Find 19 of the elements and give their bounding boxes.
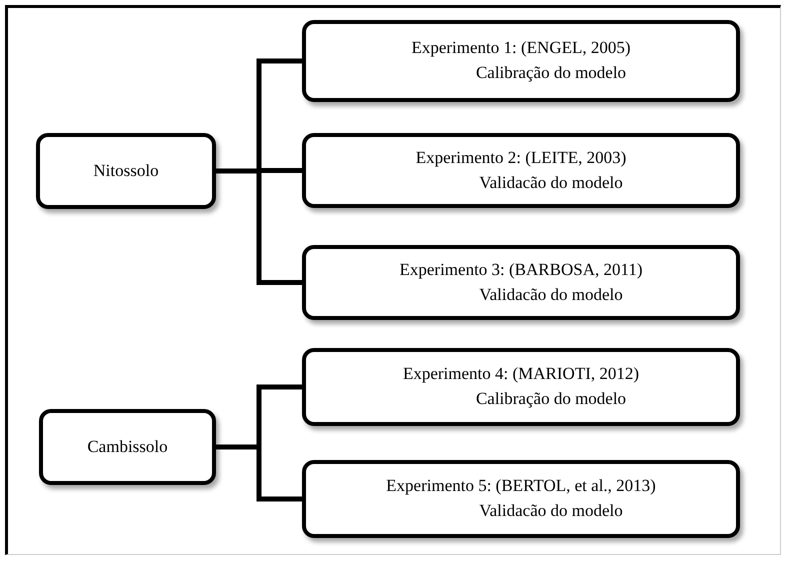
box-subtitle: Validacão do modelo: [478, 284, 623, 306]
process-box: [302, 133, 740, 208]
process-box: [36, 133, 216, 209]
box-subtitle: Validacão do modelo: [478, 172, 623, 194]
box-title: Experimento 5: (BERTOL, et al., 2013): [386, 475, 656, 498]
process-box: [302, 20, 740, 102]
process-box: [302, 460, 740, 538]
box-subtitle: Calibração do modelo: [474, 388, 626, 410]
process-box: [302, 348, 740, 426]
box-title: Experimento 2: (LEITE, 2003): [416, 146, 626, 169]
box-title: Experimento 4: (MARIOTI, 2012): [402, 363, 640, 386]
box-subtitle: Calibração do modelo: [474, 62, 626, 84]
box-title: Experimento 1: (ENGEL, 2005): [411, 37, 631, 60]
box-title: Nitossolo: [93, 160, 159, 182]
box-title: Experimento 3: (BARBOSA, 2011): [399, 258, 643, 281]
box-title: Cambissolo: [87, 436, 168, 458]
process-box: [302, 245, 740, 320]
process-box: [39, 409, 216, 485]
box-subtitle: Validacão do modelo: [478, 500, 623, 522]
